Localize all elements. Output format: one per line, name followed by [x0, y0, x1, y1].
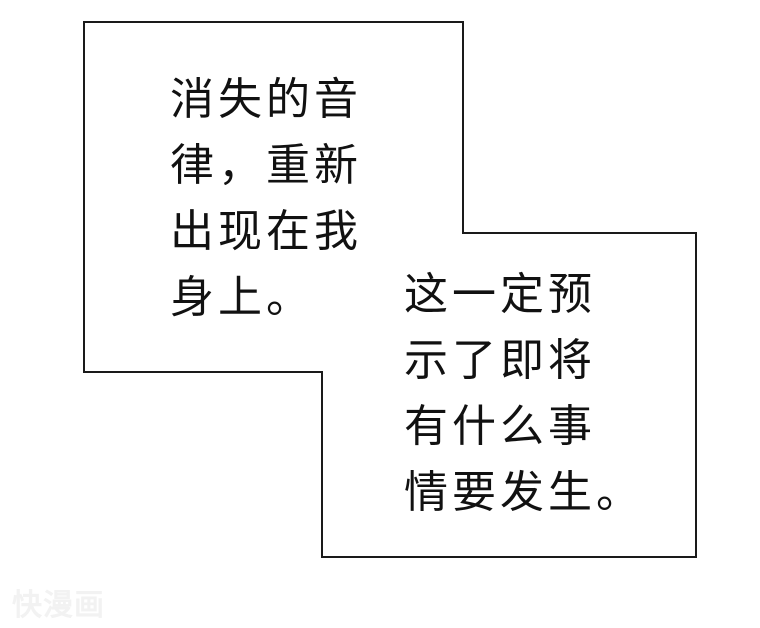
watermark-logo: 快漫画: [12, 588, 105, 623]
caption-line: 身上。: [170, 272, 314, 323]
caption-line: 这一定预: [404, 269, 596, 320]
caption-line: 有什么事: [404, 401, 596, 452]
caption-line: 情要发生。: [404, 467, 644, 518]
caption-line: 示了即将: [404, 335, 596, 386]
caption-line: 消失的音: [170, 74, 362, 125]
narration-caption-right: 这一定预 示了即将 有什么事 情要发生。: [404, 262, 644, 526]
caption-line: 律，重新: [170, 140, 362, 191]
narration-caption-left: 消失的音 律，重新 出现在我 身上。: [170, 67, 362, 331]
caption-line: 出现在我: [170, 206, 362, 257]
